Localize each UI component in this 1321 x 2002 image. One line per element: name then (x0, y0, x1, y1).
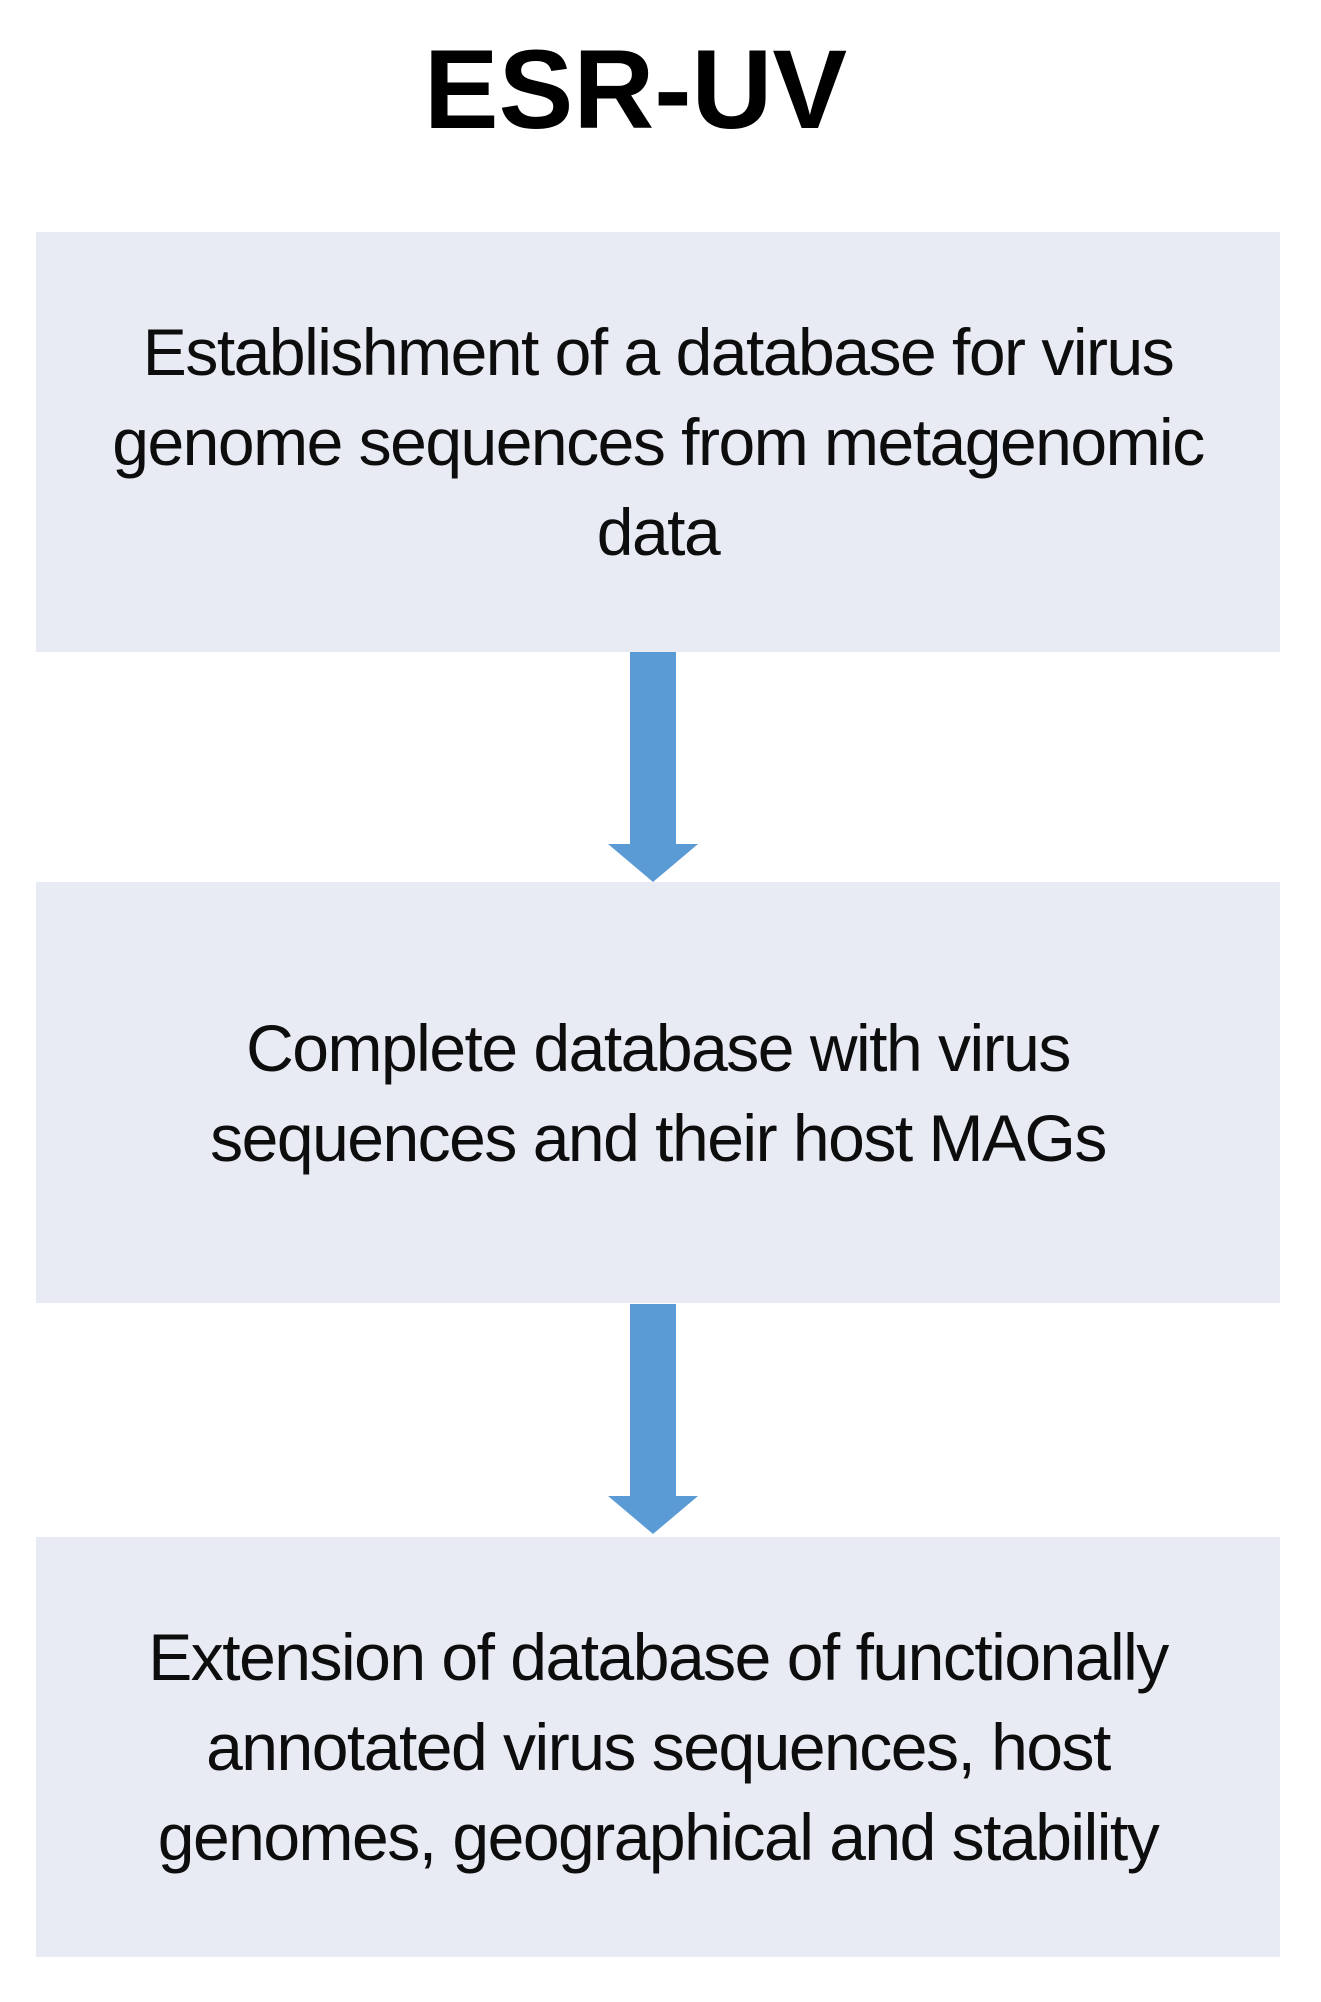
down-arrow-icon (608, 1304, 698, 1534)
down-arrow-shape (608, 652, 698, 882)
box-text-line: annotated virus sequences, host (206, 1710, 1111, 1784)
down-arrow-icon (608, 652, 698, 882)
box-text-line: data (596, 495, 721, 569)
box-text-line: genome sequences from metagenomic (112, 405, 1205, 479)
flow-box-establish-database: Establishment of a database for virus ge… (36, 232, 1280, 652)
box-text-line: Extension of database of functionally (148, 1620, 1169, 1694)
box-text-line: Complete database with virus (246, 1010, 1071, 1085)
box-text-line: genomes, geographical and stability (157, 1800, 1160, 1874)
box-text-line: sequences and their host MAGs (210, 1100, 1107, 1175)
down-arrow-shape (608, 1304, 698, 1534)
box-text-line: Establishment of a database for virus (142, 315, 1175, 389)
diagram-title: ESR-UV (423, 27, 848, 152)
flow-box-complete-database: Complete database with virus sequences a… (36, 882, 1280, 1303)
flow-box-extend-database: Extension of database of functionally an… (36, 1537, 1280, 1957)
